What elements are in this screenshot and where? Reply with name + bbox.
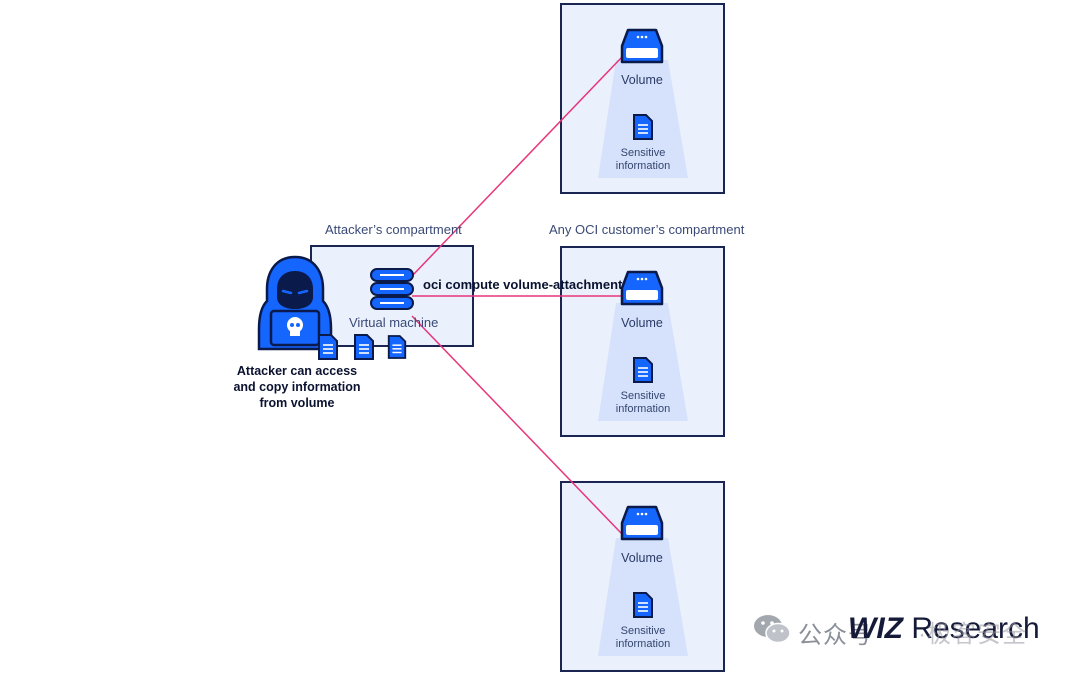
volume-drive-icon [620, 28, 664, 64]
volume-drive-icon [620, 270, 664, 306]
document-icon [387, 335, 407, 359]
document-icon [354, 334, 374, 360]
sensitive-info-label: Sensitive information [603, 147, 683, 173]
overlay-watermark-text: ·极客安全 [918, 621, 1027, 648]
volume-drive-icon [620, 505, 664, 541]
attacker-compartment-label: Attacker’s compartment [325, 222, 462, 237]
volume-label: Volume [621, 551, 663, 565]
wechat-watermark-text: 公众号 [798, 622, 873, 649]
volume-label: Volume [621, 73, 663, 87]
wiz-brand-logo: WIZ Research [848, 612, 1040, 646]
sensitive-info-label: Sensitive information [603, 390, 683, 416]
wiz-brand-suffix: Research [911, 612, 1040, 645]
sensitive-info-line-1: Sensitive [620, 147, 666, 159]
attacker-caption-line-1: Attacker can access [236, 364, 358, 378]
server-icon [370, 268, 414, 310]
virtual-machine-label: Virtual machine [349, 315, 439, 330]
document-icon [633, 114, 653, 140]
attacker-caption-line-2: and copy information [233, 380, 361, 394]
sensitive-info-line-2: information [615, 638, 671, 650]
attachment-line-3 [411, 315, 623, 535]
document-icon [318, 334, 338, 360]
wiz-brand: WIZ [848, 612, 903, 645]
customer-compartment-label: Any OCI customer’s compartment [549, 222, 745, 237]
hacker-icon [257, 255, 333, 351]
document-icon [633, 357, 653, 383]
sensitive-info-line-2: information [615, 403, 671, 415]
attacker-caption-line-3: from volume [259, 396, 335, 410]
volume-label: Volume [621, 316, 663, 330]
sensitive-info-label: Sensitive information [603, 625, 683, 651]
attacker-caption: Attacker can access and copy information… [222, 363, 372, 411]
sensitive-info-line-1: Sensitive [620, 390, 666, 402]
command-label: oci compute volume-attachment [423, 277, 623, 292]
attachment-line-1 [411, 56, 623, 277]
sensitive-info-line-1: Sensitive [620, 625, 666, 637]
sensitive-info-line-2: information [615, 160, 671, 172]
wechat-icon [754, 615, 791, 644]
document-icon [633, 592, 653, 618]
